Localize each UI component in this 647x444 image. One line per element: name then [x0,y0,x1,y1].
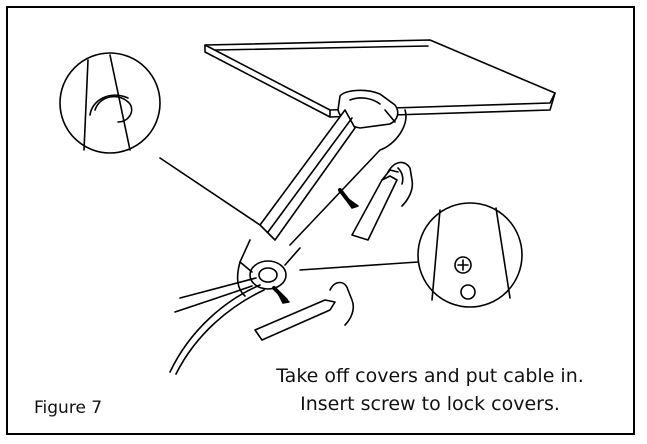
monitor-panel [204,39,556,118]
caption-line-2: Insert screw to lock covers. [300,393,560,415]
upper-cover [351,169,399,241]
figure-caption: Take off covers and put cable in. Insert… [230,362,630,418]
lower-cover [254,299,336,341]
insert-arrow-lower [272,286,290,304]
hand-lower [329,281,355,326]
insert-arrow-upper [338,188,359,209]
detail-callout-screw [299,202,523,308]
cable [169,284,265,375]
detail-callout-clip [59,52,261,226]
lower-joint [239,239,301,290]
upper-arm [259,109,407,246]
upper-joint [337,89,399,129]
lower-arm [174,261,257,313]
caption-line-1: Take off covers and put cable in. [276,365,584,387]
hand-upper [387,161,414,207]
figure-label: Figure 7 [34,398,103,418]
